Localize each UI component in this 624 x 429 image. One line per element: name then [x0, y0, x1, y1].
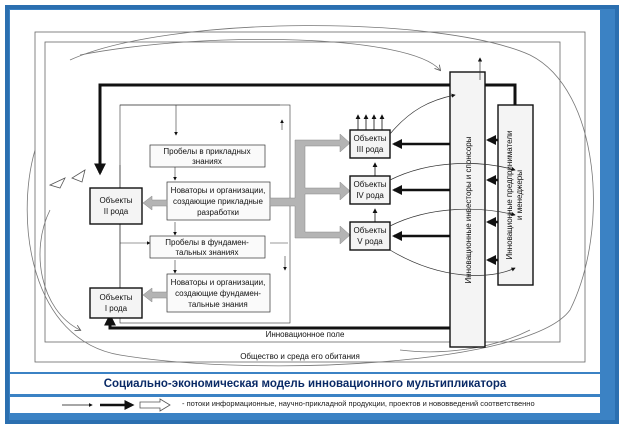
objects-4-line1: Объекты — [354, 180, 387, 189]
objects-3-line2: III рода — [357, 145, 384, 154]
investors-label: Инновационные инвесторы и спонсоры — [464, 136, 473, 283]
bottom-flow-curve — [399, 329, 531, 353]
society-flow-curve — [26, 25, 594, 367]
applied-innovators-line3: разработки — [197, 208, 239, 217]
society-boundary — [34, 31, 586, 363]
applied-gaps-box: Пробелы в прикладных знаниях — [149, 144, 266, 168]
upper-flow-curve — [79, 39, 440, 70]
fundamental-innovators-box: Новаторы и организации, создающие фундам… — [166, 273, 271, 313]
society-label: Общество и среда его обитания — [240, 352, 360, 361]
legend-arrows — [62, 398, 171, 412]
entrepreneurs-column: Инновационные предприниматели и менеджер… — [497, 104, 534, 286]
legend-gray-arrow — [139, 398, 171, 412]
applied-innovators-line2: создающие прикладные — [173, 197, 264, 206]
objects-5-line2: V рода — [357, 237, 383, 246]
fundamental-gaps-box: Пробелы в фундамен- тальных знаниях — [149, 235, 266, 259]
objects-2-box: Объекты II рода — [89, 187, 143, 225]
applied-gaps-line2: знаниях — [192, 157, 222, 166]
objects-1-line2: I рода — [105, 304, 128, 313]
innovation-multiplier-diagram: Объекты II рода Объекты I рода Пробелы в… — [26, 25, 594, 367]
legend: - потоки информационные, научно-прикладн… — [10, 397, 600, 413]
right-feedback-arrow — [485, 83, 517, 105]
entrepreneurs-label-2: и менеджеры — [515, 170, 524, 220]
fundamental-to-objects1-arrow — [142, 287, 168, 303]
innovation-field-boundary — [44, 41, 561, 343]
left-flow-curve — [39, 209, 80, 330]
objects-1-box: Объекты I рода — [89, 287, 143, 319]
objects-4-line2: IV рода — [356, 191, 384, 200]
fundamental-gaps-line2: тальных знаниях — [175, 248, 238, 257]
legend-text: - потоки информационные, научно-прикладн… — [182, 399, 535, 408]
objects-1-line1: Объекты — [100, 293, 133, 302]
applied-gaps-line1: Пробелы в прикладных — [163, 147, 250, 156]
objects-2-line1: Объекты — [100, 196, 133, 205]
diagram-canvas: Объекты II рода Объекты I рода Пробелы в… — [10, 10, 600, 372]
fundamental-innovators-line3: тальные знания — [188, 300, 247, 309]
objects-4-box: Объекты IV рода — [349, 175, 391, 205]
applied-to-objects2-arrow — [142, 195, 168, 211]
top-feedback-arrow — [94, 83, 450, 176]
objects-3-line1: Объекты — [354, 134, 387, 143]
objects-2-line2: II рода — [104, 207, 129, 216]
applied-innovators-line1: Новаторы и организации, — [171, 186, 266, 195]
objects-5-line1: Объекты — [354, 226, 387, 235]
gray-fork-arrow — [269, 133, 351, 245]
fundamental-innovators-line1: Новаторы и организации, — [171, 278, 266, 287]
objects-3-box: Объекты III рода — [349, 129, 391, 159]
entrepreneurs-label-1: Инновационные предприниматели — [505, 131, 514, 260]
fundamental-gaps-line1: Пробелы в фундамен- — [165, 238, 249, 247]
diagram-title: Социально-экономическая модель инновацио… — [10, 374, 600, 394]
bottom-feedback-arrow — [104, 313, 450, 330]
fundamental-innovators-line2: создающие фундамен- — [175, 289, 261, 298]
innovation-field-label: Инновационное поле — [266, 330, 345, 339]
applied-innovators-box: Новаторы и организации, создающие прикла… — [166, 181, 271, 221]
objects-5-box: Объекты V рода — [349, 221, 391, 251]
